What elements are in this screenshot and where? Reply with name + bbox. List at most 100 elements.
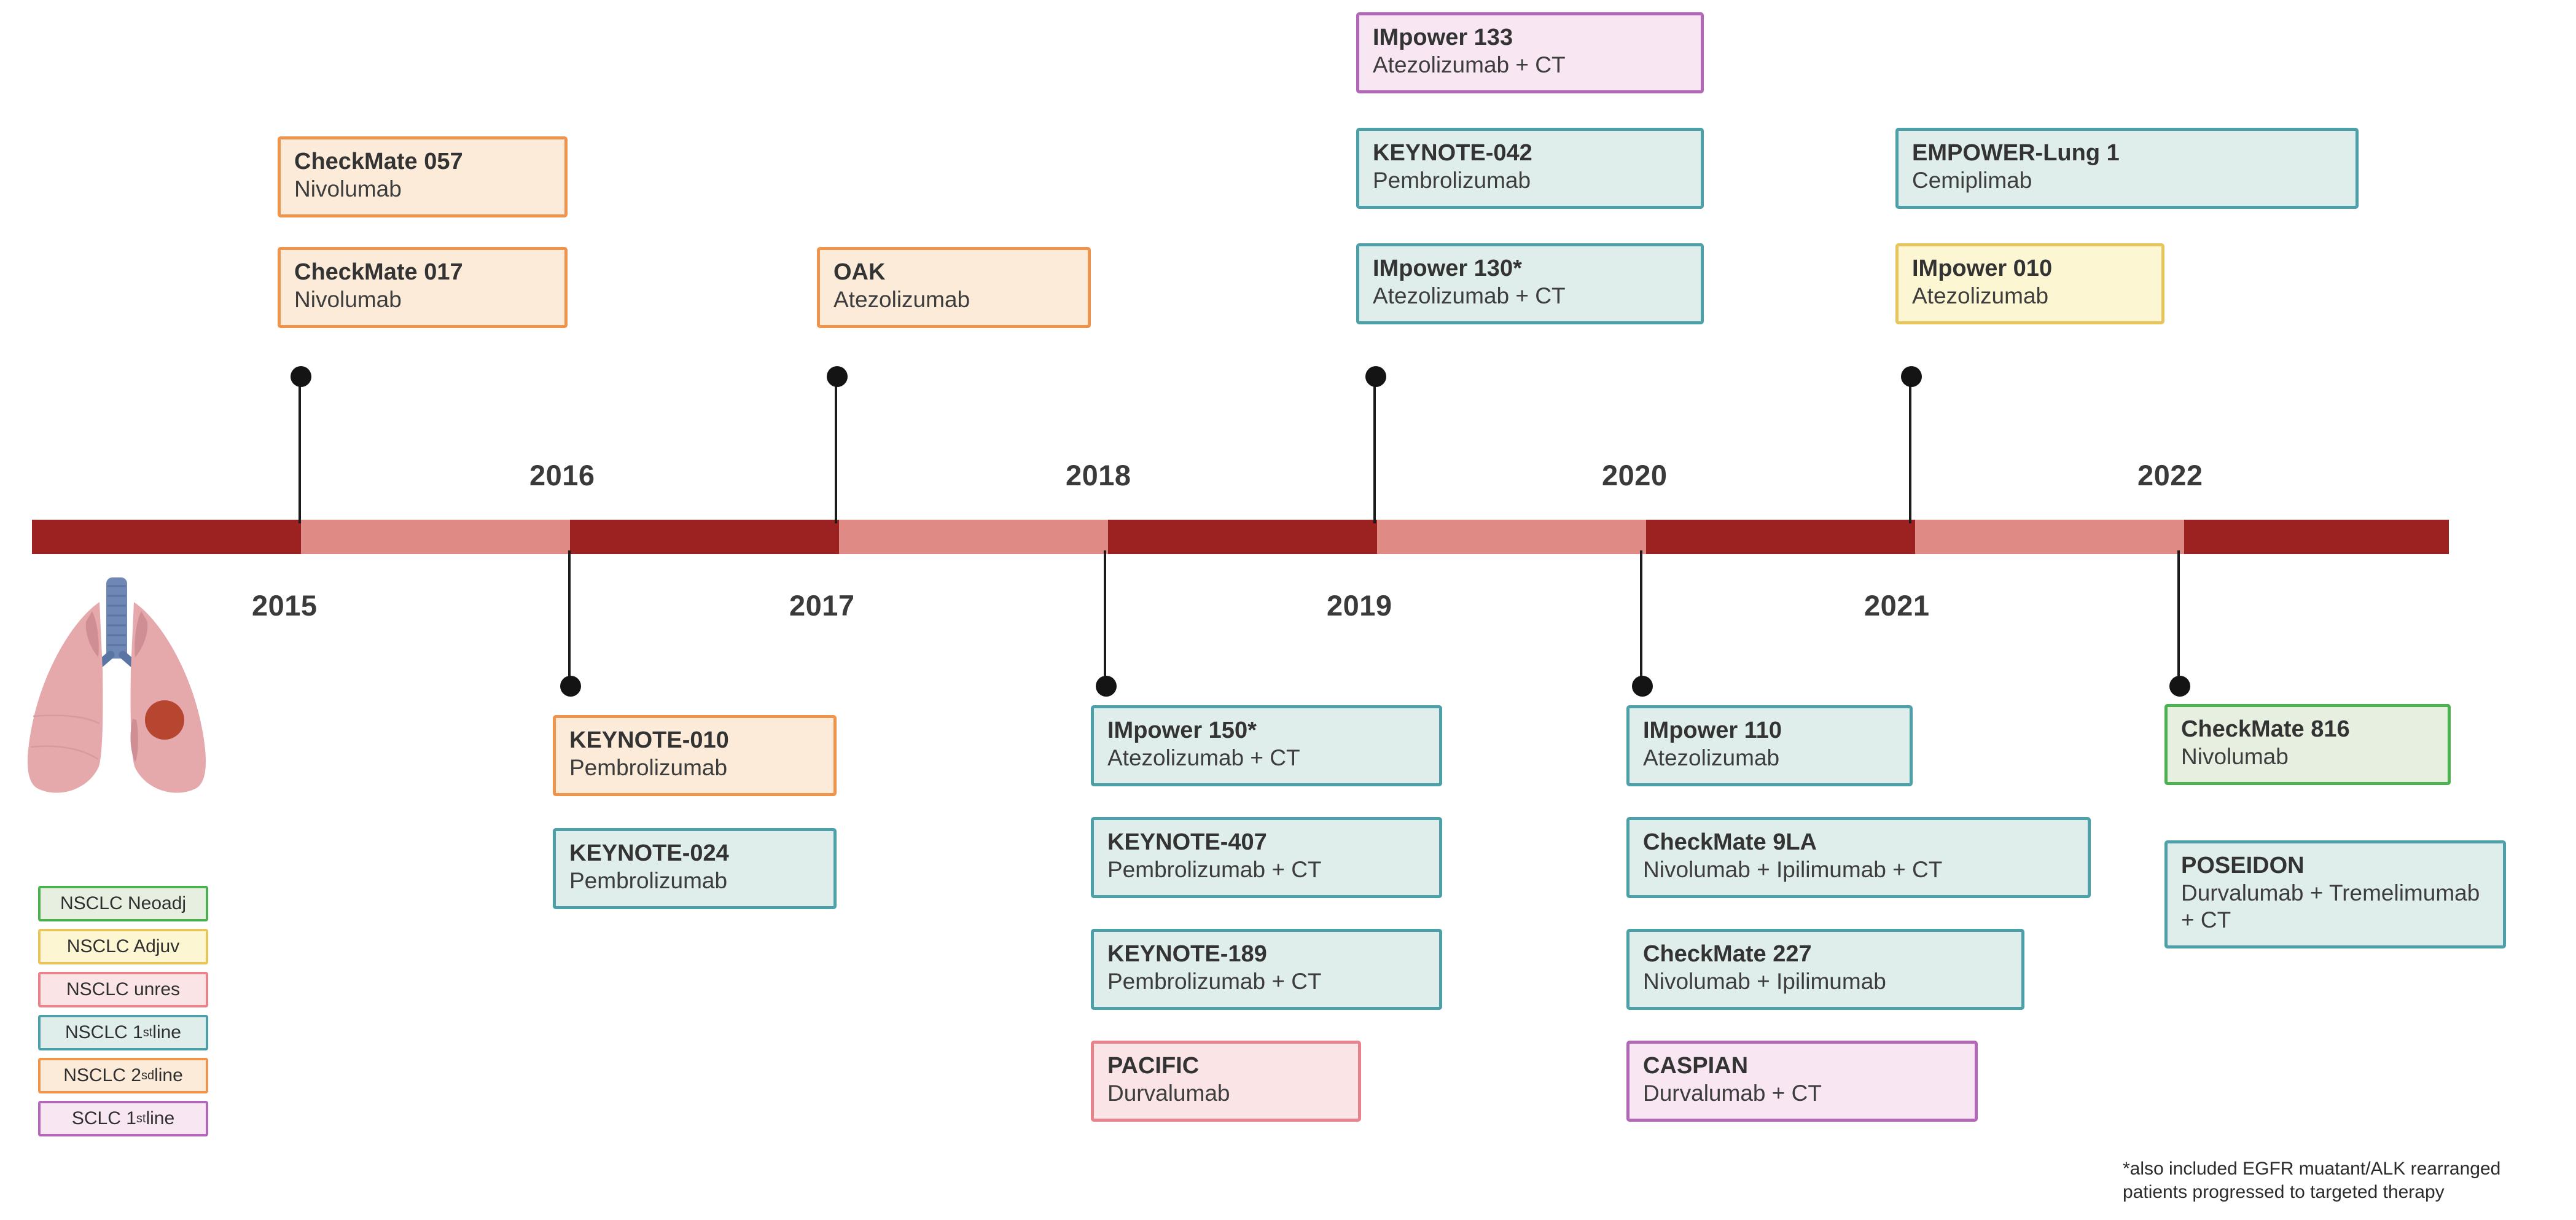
lung-left-icon — [27, 602, 103, 793]
lung-left-hilum — [85, 611, 99, 657]
study-title: KEYNOTE-042 — [1373, 140, 1532, 166]
study-box-keynote-024[interactable]: KEYNOTE-024 Pembrolizumab — [553, 828, 837, 909]
study-drug: Pembrolizumab + CT — [1107, 969, 1322, 995]
study-box-keynote-189[interactable]: KEYNOTE-189 Pembrolizumab + CT — [1091, 929, 1442, 1010]
year-label-2015: 2015 — [252, 589, 318, 622]
study-drug: Cemiplimab — [1912, 168, 2032, 194]
connector-line-2018 — [1104, 550, 1106, 687]
legend-item-nsclc-unres[interactable]: NSCLC unres — [38, 972, 208, 1007]
study-box-checkmate-017[interactable]: CheckMate 017 Nivolumab — [278, 247, 568, 328]
legend-item-nsclc-adjuv[interactable]: NSCLC Adjuv — [38, 929, 208, 964]
study-title: KEYNOTE-010 — [569, 727, 729, 753]
study-title: CheckMate 057 — [294, 149, 463, 174]
legend-label-tail: line — [146, 1108, 175, 1128]
study-drug: Atezolizumab — [1643, 745, 1780, 771]
study-drug: Atezolizumab — [1912, 283, 2049, 309]
study-drug: Pembrolizumab — [1373, 168, 1531, 194]
year-label-2018: 2018 — [1066, 459, 1131, 491]
study-box-checkmate-227[interactable]: CheckMate 227 Nivolumab + Ipilimumab — [1626, 929, 2024, 1010]
lung-fissure-lines — [30, 714, 100, 761]
study-title: CheckMate 227 — [1643, 941, 1812, 967]
study-title: CheckMate 017 — [294, 259, 463, 285]
connector-line-2017 — [835, 381, 837, 523]
connector-dot-2022 — [2169, 676, 2190, 697]
year-label-2021: 2021 — [1864, 589, 1930, 622]
tumor-icon — [145, 700, 184, 740]
study-box-checkmate-816[interactable]: CheckMate 816 Nivolumab — [2164, 704, 2451, 785]
study-box-checkmate-057[interactable]: CheckMate 057 Nivolumab — [278, 136, 568, 217]
study-drug: Durvalumab + Tremelimumab + CT — [2181, 880, 2480, 933]
study-drug: Atezolizumab + CT — [1107, 745, 1300, 771]
study-box-keynote-010[interactable]: KEYNOTE-010 Pembrolizumab — [553, 715, 837, 796]
study-title: IMpower 110 — [1643, 718, 1782, 743]
study-drug: Nivolumab — [294, 287, 402, 313]
lung-right-icon — [130, 602, 206, 793]
study-drug: Nivolumab — [294, 176, 402, 202]
connector-line-2016 — [568, 550, 571, 687]
study-title: OAK — [833, 259, 886, 285]
legend: NSCLC Neoadj NSCLC Adjuv NSCLC unres NSC… — [38, 886, 208, 1144]
study-drug: Atezolizumab — [833, 287, 970, 313]
study-drug: Nivolumab + Ipilimumab — [1643, 969, 1886, 995]
footnote: *also included EGFR muatant/ALK rearrang… — [2123, 1157, 2565, 1205]
study-box-impower-110[interactable]: IMpower 110 Atezolizumab — [1626, 705, 1913, 786]
connector-dot-2020 — [1632, 676, 1653, 697]
tumor-texture — [145, 700, 184, 740]
connector-line-2015 — [299, 381, 301, 523]
study-title: CASPIAN — [1643, 1053, 1749, 1079]
year-label-2016: 2016 — [529, 459, 595, 491]
study-box-caspian[interactable]: CASPIAN Durvalumab + CT — [1626, 1041, 1978, 1122]
lung-right-inner-shadow — [130, 719, 138, 762]
legend-item-nsclc-neoadj[interactable]: NSCLC Neoadj — [38, 886, 208, 921]
study-box-pacific[interactable]: PACIFIC Durvalumab — [1091, 1041, 1361, 1122]
legend-label-base: SCLC 1 — [71, 1108, 136, 1128]
study-title: POSEIDON — [2181, 853, 2305, 878]
study-box-impower-130[interactable]: IMpower 130* Atezolizumab + CT — [1356, 243, 1704, 324]
study-drug: Atezolizumab + CT — [1373, 283, 1566, 309]
lung-right-hilum — [135, 611, 148, 657]
study-box-checkmate-9la[interactable]: CheckMate 9LA Nivolumab + Ipilimumab + C… — [1626, 817, 2091, 898]
year-label-2020: 2020 — [1602, 459, 1668, 491]
connector-dot-2019 — [1365, 366, 1386, 387]
study-title: IMpower 130* — [1373, 256, 1522, 281]
study-title: EMPOWER-Lung 1 — [1912, 140, 2120, 166]
study-box-oak[interactable]: OAK Atezolizumab — [817, 247, 1091, 328]
study-drug: Pembrolizumab + CT — [1107, 857, 1322, 883]
connector-dot-2017 — [827, 366, 848, 387]
study-box-keynote-407[interactable]: KEYNOTE-407 Pembrolizumab + CT — [1091, 817, 1442, 898]
study-title: IMpower 150* — [1107, 718, 1257, 743]
year-label-2022: 2022 — [2137, 459, 2203, 491]
year-label-2019: 2019 — [1327, 589, 1392, 622]
study-drug: Pembrolizumab — [569, 755, 728, 781]
study-title: CheckMate 816 — [2181, 716, 2350, 742]
connector-dot-2018 — [1096, 676, 1117, 697]
study-box-impower-133[interactable]: IMpower 133 Atezolizumab + CT — [1356, 12, 1704, 93]
study-box-poseidon[interactable]: POSEIDON Durvalumab + Tremelimumab + CT — [2164, 840, 2506, 948]
connector-dot-2016 — [560, 676, 581, 697]
connector-dot-2021 — [1901, 366, 1922, 387]
study-drug: Atezolizumab + CT — [1373, 52, 1566, 78]
study-title: IMpower 133 — [1373, 25, 1513, 50]
connector-line-2021 — [1909, 381, 1911, 523]
study-title: KEYNOTE-024 — [569, 840, 729, 866]
study-drug: Pembrolizumab — [569, 868, 728, 894]
study-box-impower-010[interactable]: IMpower 010 Atezolizumab — [1895, 243, 2164, 324]
connector-line-2020 — [1640, 550, 1642, 687]
trachea-icon — [106, 577, 127, 659]
bar-segment-dark-5 — [2184, 520, 2449, 554]
timeline-bar — [32, 520, 2449, 554]
study-title: KEYNOTE-189 — [1107, 941, 1267, 967]
connector-line-2022 — [2177, 550, 2180, 687]
study-title: IMpower 010 — [1912, 256, 2053, 281]
legend-label: NSCLC Neoadj — [60, 893, 187, 913]
study-box-keynote-042[interactable]: KEYNOTE-042 Pembrolizumab — [1356, 128, 1704, 209]
study-box-empower-lung-1[interactable]: EMPOWER-Lung 1 Cemiplimab — [1895, 128, 2359, 209]
legend-label: NSCLC unres — [66, 979, 181, 999]
study-box-impower-150[interactable]: IMpower 150* Atezolizumab + CT — [1091, 705, 1442, 786]
legend-label-base: NSCLC 2 — [63, 1065, 141, 1085]
footnote-line-2: patients progressed to targeted therapy — [2123, 1182, 2445, 1203]
